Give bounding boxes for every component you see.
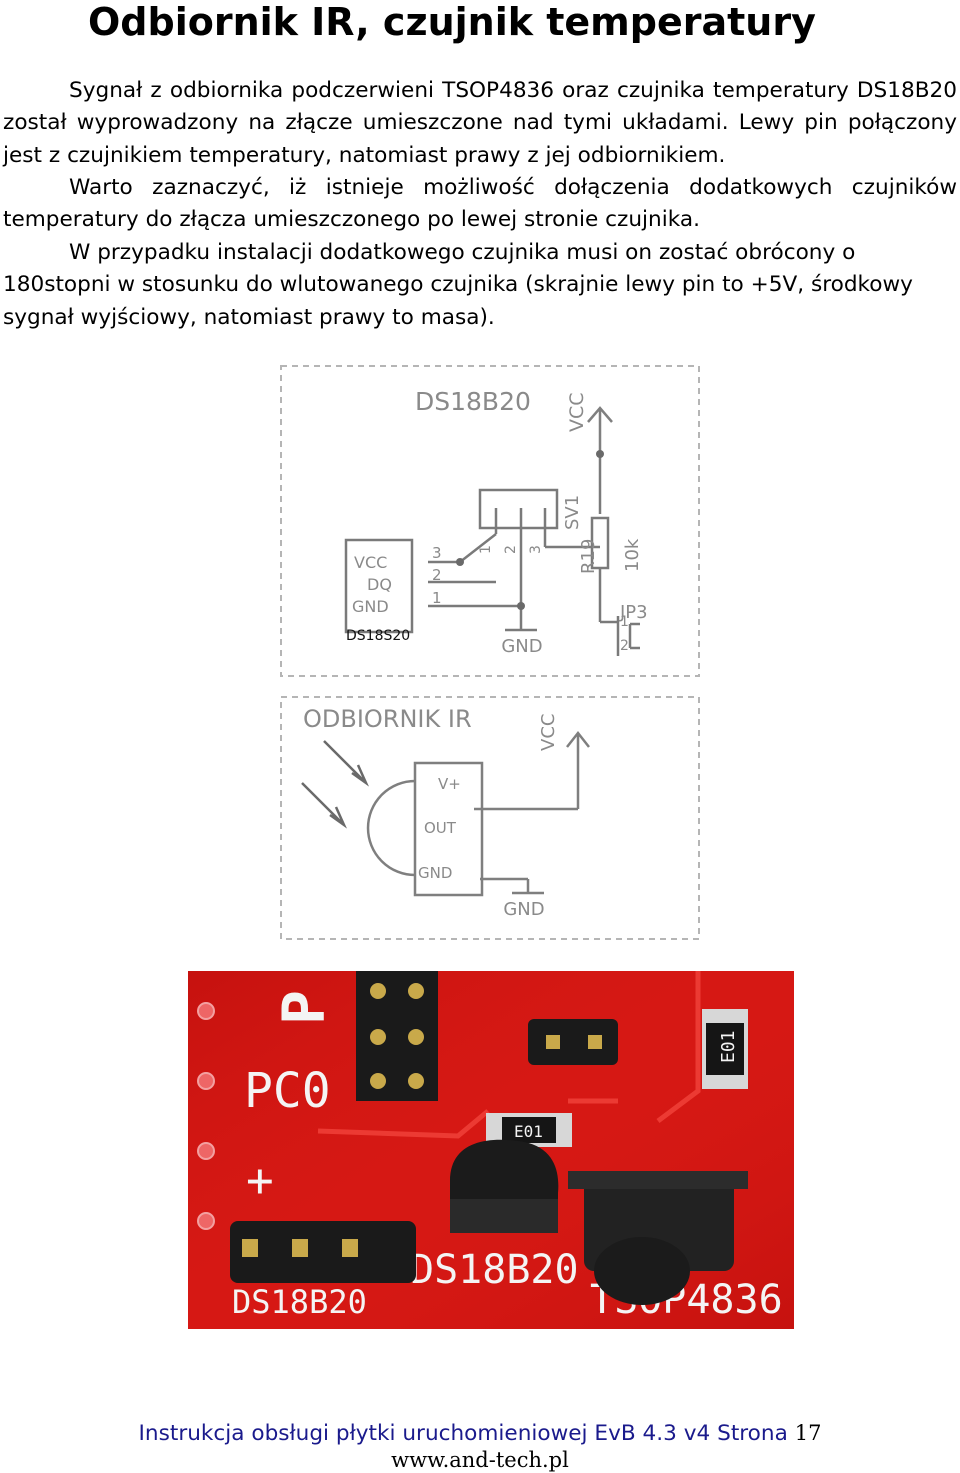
resistor-name: R19 <box>578 539 599 574</box>
ds18b20-gnd-label: GND <box>501 636 542 657</box>
footer-website: www.and-tech.pl <box>391 1448 569 1472</box>
chip-pin-number-2: 2 <box>432 566 442 584</box>
ds18b20-schematic: DS18B20 VCC 1 2 3 SV1 R19 10k VCC DQ GND… <box>280 365 700 677</box>
ir-schematic-title: ODBIORNIK IR <box>303 705 472 733</box>
silk-p: P <box>270 990 338 1025</box>
jumper-header <box>528 1019 618 1065</box>
chip-pin-number-3: 3 <box>432 544 442 562</box>
ir-pin-out: OUT <box>424 819 457 837</box>
pcb-photo: P PC0 + DS18B20 DS18B20 TSOP4836 E01 E01 <box>188 971 794 1329</box>
vcc-arrow-icon <box>587 406 613 454</box>
ir-receiver-schematic: ODBIORNIK IR VCC V+ OUT GND GND <box>280 696 700 940</box>
paragraph-signal-description: Sygnał z odbiornika podczerwieni TSOP483… <box>3 78 957 168</box>
ir-light-arrows-icon <box>301 740 370 829</box>
pin-header-horizontal <box>230 1221 416 1283</box>
chip-part-label: DS18S20 <box>346 628 410 644</box>
silk-header-label: DS18B20 <box>232 1283 367 1321</box>
junction-dot <box>596 450 604 458</box>
silk-plus: + <box>246 1153 274 1207</box>
ds18b20-vcc-label: VCC <box>566 392 588 432</box>
footer-title-line: Instrukcja obsługi płytki uruchomieniowe… <box>0 1419 960 1448</box>
chip-pin-vcc: VCC <box>354 553 387 572</box>
page-title: Odbiornik IR, czujnik temperatury <box>88 0 816 44</box>
sv1-label: SV1 <box>562 495 583 530</box>
footer-doc-title: Instrukcja obsługi płytki uruchomieniowe… <box>138 1421 788 1446</box>
junction-dot <box>517 602 525 610</box>
paragraph-sensor-orientation: W przypadku instalacji dodatkowego czujn… <box>3 240 913 330</box>
junction-dot <box>456 558 464 566</box>
ds18b20-schematic-title: DS18B20 <box>415 387 531 416</box>
ir-pin-gnd: GND <box>418 864 452 882</box>
ir-pin-vplus: V+ <box>438 775 461 793</box>
sv1-pin-3: 3 <box>528 545 544 554</box>
sv1-pin-2: 2 <box>503 545 519 554</box>
chip-pin-gnd: GND <box>352 597 389 616</box>
resistor-value: 10k <box>622 538 643 572</box>
chip-pin-number-1: 1 <box>432 589 442 607</box>
sv1-pin-1: 1 <box>478 545 494 554</box>
svg-text:E01: E01 <box>718 1030 739 1063</box>
chip-pin-dq: DQ <box>367 575 392 594</box>
ir-gnd-label: GND <box>503 899 544 920</box>
jumper-pin-1: 1 <box>620 614 629 630</box>
tsop4836-receiver <box>568 1171 748 1305</box>
silk-sensor-label: DS18B20 <box>410 1247 579 1293</box>
vcc-arrow-icon <box>566 730 590 753</box>
paragraph-extra-sensors: Warto zaznaczyć, iż istnieje możliwość d… <box>3 175 957 233</box>
jumper-label: JP3 <box>619 602 648 623</box>
silk-pc0: PC0 <box>244 1063 331 1119</box>
smd-resistor-top: E01 <box>702 1009 748 1089</box>
footer-page-number: 17 <box>794 1421 822 1445</box>
pin-header-vertical <box>356 971 438 1101</box>
jumper-pin-2: 2 <box>620 638 629 654</box>
ds18b20-sensor <box>450 1139 559 1233</box>
ir-vcc-label: VCC <box>538 714 559 751</box>
svg-text:E01: E01 <box>514 1122 543 1141</box>
